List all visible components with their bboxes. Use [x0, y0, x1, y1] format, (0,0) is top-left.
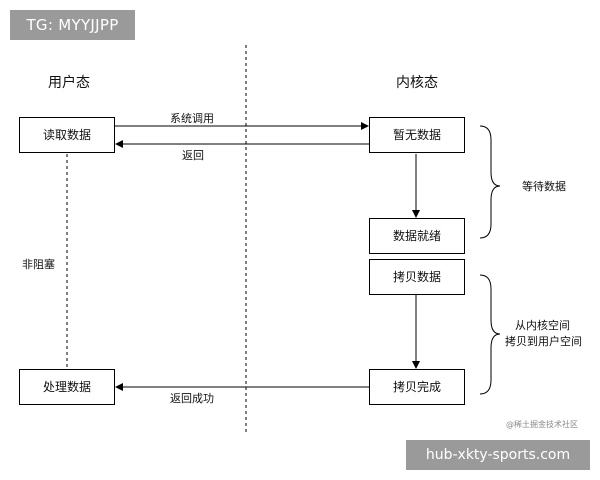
copy-done-box: 拷贝完成: [369, 369, 465, 405]
read-data-box: 读取数据: [19, 117, 115, 153]
syscall-label: 系统调用: [170, 112, 214, 125]
kernel-mode-heading: 内核态: [396, 75, 438, 91]
watermark-top: TG: MYYJJPP: [10, 10, 135, 40]
copy-data-box: 拷贝数据: [369, 259, 465, 295]
data-ready-box: 数据就绪: [369, 218, 465, 254]
waiting-label: 等待数据: [522, 180, 566, 193]
return-label: 返回: [182, 149, 204, 162]
copy-note-line1: 从内核空间: [515, 319, 570, 332]
copy-brace: [479, 274, 501, 395]
return-success-label: 返回成功: [170, 392, 214, 405]
non-blocking-label: 非阻塞: [22, 258, 55, 271]
user-mode-heading: 用户态: [48, 75, 90, 91]
no-data-box: 暂无数据: [369, 117, 465, 153]
copy-note-line2: 拷贝到用户空间: [505, 335, 582, 348]
credit-text: @稀土掘金技术社区: [506, 420, 578, 429]
process-data-box: 处理数据: [19, 369, 115, 405]
waiting-brace: [479, 125, 501, 239]
watermark-bottom: hub-xkty-sports.com: [406, 440, 590, 470]
